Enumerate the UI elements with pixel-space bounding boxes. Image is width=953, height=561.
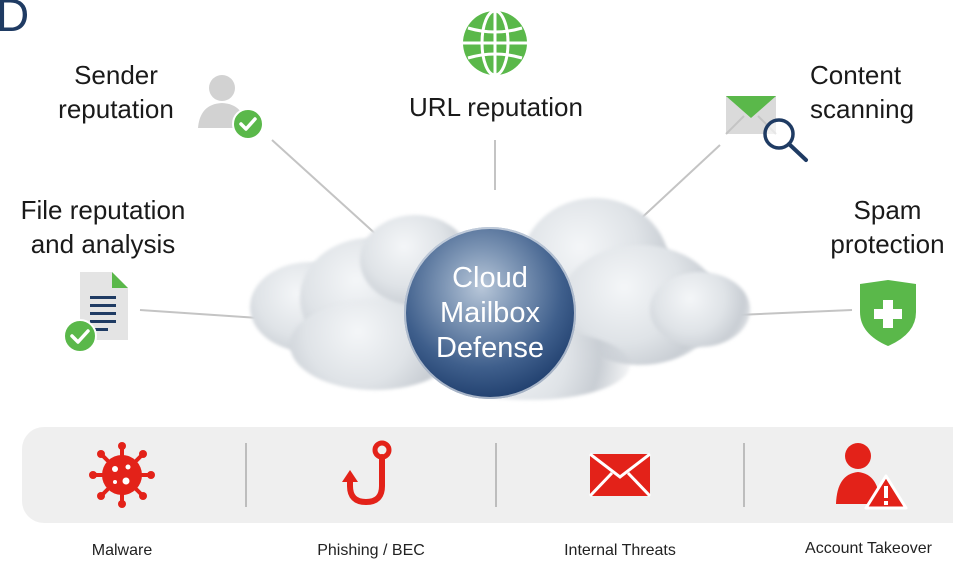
user-warning-icon — [834, 440, 910, 510]
content-scanning-line-2: scanning — [810, 94, 915, 124]
sender-reputation-line-2: reputation — [58, 94, 174, 124]
content-scanning-line-1: Content — [810, 60, 902, 90]
spam-protection-line-2: protection — [830, 229, 945, 259]
threat-label-account-takeover: Account Takeover — [805, 540, 932, 557]
cloud-mailbox-defense-hub: Cloud Mailbox Defense — [404, 227, 576, 399]
hub-label-line-1: Cloud — [452, 261, 528, 294]
fishhook-icon — [338, 440, 404, 508]
threat-label-internal-threats: Internal Threats — [564, 542, 676, 559]
hub-label: Cloud Mailbox Defense — [436, 261, 544, 366]
user-check-icon — [196, 70, 270, 140]
threat-divider — [245, 443, 247, 507]
file-reputation-label: File reputation and analysis — [8, 193, 198, 261]
file-reputation-line-2: and analysis — [30, 229, 176, 259]
connector-sender — [271, 139, 391, 248]
envelope-magnifier-icon — [724, 92, 814, 164]
threat-bar — [22, 427, 953, 523]
url-reputation-label: URL reputation — [396, 90, 596, 124]
sender-reputation-line-1: Sender — [74, 60, 158, 90]
envelope-icon — [589, 453, 651, 497]
hub-label-line-2: Mailbox — [440, 296, 540, 329]
threat-label-phishing: Phishing / BEC — [317, 542, 425, 559]
spam-protection-line-1: Spam — [853, 195, 922, 225]
threat-label-malware: Malware — [91, 542, 153, 559]
shield-plus-icon — [857, 278, 919, 348]
spam-protection-label: Spam protection — [822, 193, 953, 261]
partial-heading-letter: D — [0, 0, 30, 41]
threat-divider — [743, 443, 745, 507]
sender-reputation-label: Sender reputation — [48, 58, 184, 126]
virus-icon — [89, 442, 155, 508]
threat-divider — [495, 443, 497, 507]
globe-icon — [460, 8, 530, 78]
hub-label-line-3: Defense — [435, 331, 544, 364]
file-reputation-line-1: File reputation — [20, 195, 186, 225]
url-reputation-line-1: URL reputation — [409, 92, 583, 122]
document-check-icon — [60, 270, 132, 358]
content-scanning-label: Content scanning — [810, 58, 930, 126]
